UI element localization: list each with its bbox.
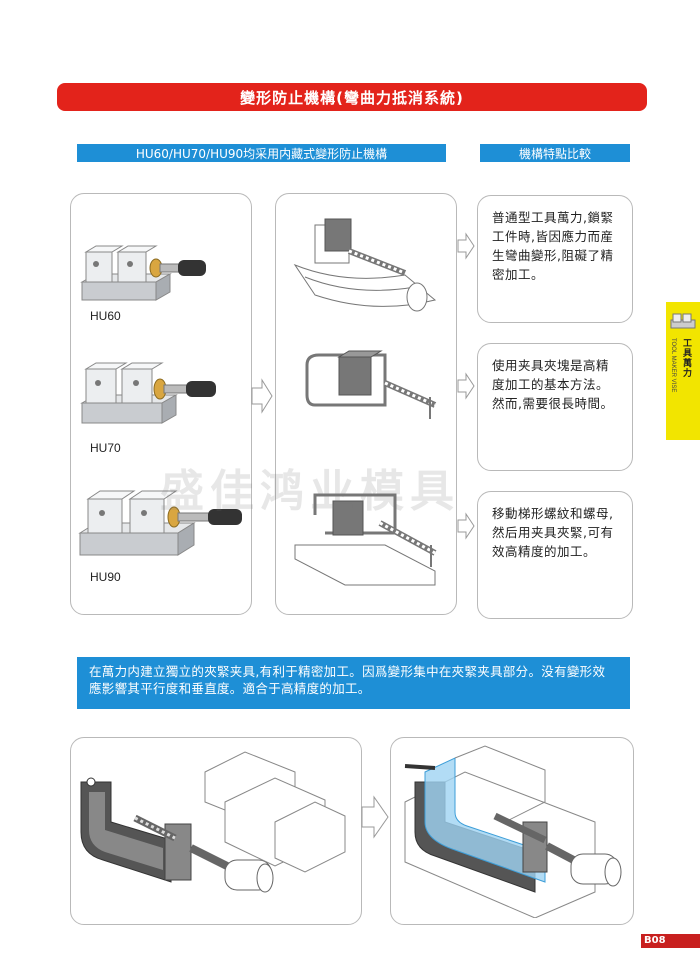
model-label-hu60: HU60 [90, 309, 121, 323]
arrow-right-icon [457, 512, 475, 540]
model-label-hu70: HU70 [90, 441, 121, 455]
comparison-trapezoid: 移動梯形螺紋和螺母,然后用夹具夾緊,可有效高精度的加工。 [477, 491, 633, 619]
comparison-clamp-block: 使用夹具夾塊是高精度加工的基本方法。然而,需要很長時間。 [477, 343, 633, 471]
comparison-standard: 普通型工具萬力,鎖緊工件時,皆因應力而産生彎曲變形,阻礙了精密加工。 [477, 195, 633, 323]
model-label-hu90: HU90 [90, 570, 121, 584]
arrow-right-icon [457, 372, 475, 400]
arrow-right-icon [361, 795, 389, 839]
exploded-vise-diagram [80, 751, 346, 893]
clamp-block-diagram [305, 350, 437, 419]
vise-icon [670, 313, 696, 329]
page-number: B08 [641, 934, 700, 948]
arrow-right-icon [251, 378, 273, 414]
arrow-right-icon [457, 232, 475, 260]
standard-vise-diagram [293, 218, 437, 312]
side-tab: TOOL MAKER VISE 工具萬力 [666, 302, 700, 440]
page-title: 變形防止機構(彎曲力抵消系統) [57, 83, 647, 111]
info-banner: 在萬力内建立獨立的夾緊夹具,有利于精密加工。因爲變形集中在夾緊夹具部分。没有變形… [77, 657, 630, 709]
watermark: 盛佳鸿业模具 [160, 466, 460, 517]
subtitle-comparison: 機構特點比較 [480, 144, 630, 162]
side-tab-chinese: 工具萬力 [681, 338, 691, 378]
side-tab-english: TOOL MAKER VISE [670, 338, 676, 393]
hu60-vise-image [80, 245, 206, 301]
assembled-vise-diagram [404, 745, 622, 918]
trapezoid-screw-diagram [294, 493, 437, 586]
subtitle-models: HU60/HU70/HU90均采用内藏式變形防止機構 [77, 144, 446, 162]
hu90-vise-image [78, 490, 242, 556]
hu70-vise-image [80, 362, 216, 424]
